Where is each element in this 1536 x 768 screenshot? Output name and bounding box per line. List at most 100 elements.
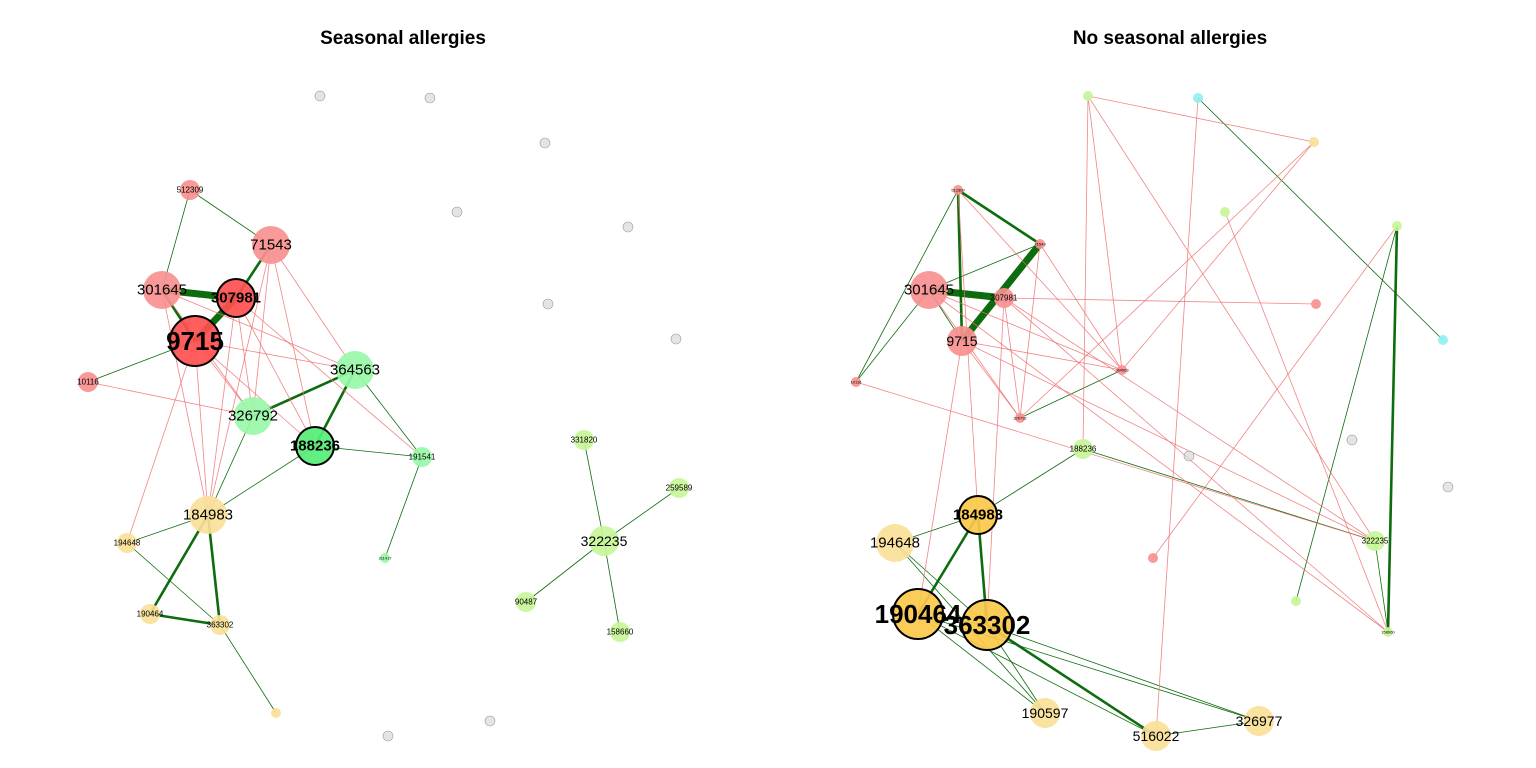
right-node-label: 184983 — [953, 507, 1003, 524]
right-node-158660: 158660 — [1381, 627, 1395, 637]
right-edge-9715-364563 — [961, 340, 1123, 371]
right-node-label: 512309 — [951, 188, 965, 193]
left-node-label: 331820 — [571, 436, 598, 445]
right-edge-307981-363302 — [986, 297, 1005, 626]
right-node-184983: 184983 — [953, 495, 1003, 535]
left-edge-90487-322235 — [525, 540, 605, 603]
right-node-circle — [876, 524, 914, 562]
right-node-circle — [1073, 439, 1093, 459]
edges-layer — [87, 95, 1444, 738]
right-node-circle — [1015, 413, 1025, 423]
right-node-label: 10116 — [851, 380, 863, 385]
right-node-circle — [1392, 221, 1402, 231]
right-node-l_mid — [1220, 207, 1230, 217]
left-node-label: 326792 — [228, 408, 278, 425]
right-edge-o_top-326792 — [1019, 141, 1315, 419]
right-edge-71543-364563 — [1039, 243, 1123, 371]
right-edge-301645-326792 — [928, 289, 1021, 419]
right-node-circle — [1035, 239, 1045, 249]
left-edge-307981-188236 — [235, 297, 316, 447]
right-node-circle — [947, 326, 977, 356]
left-node-circle — [380, 553, 390, 563]
right-node-circle — [1244, 706, 1274, 736]
left-node-184983: 184983 — [183, 496, 233, 534]
right-node-circle — [953, 185, 963, 195]
left-node-grey6 — [542, 298, 554, 310]
right-edge-512309-10116 — [855, 189, 959, 383]
left-node-circle — [271, 708, 281, 718]
right-edge-71543-326792 — [1019, 243, 1041, 419]
right-edge-512309-364563 — [957, 189, 1123, 371]
left-edge-194648-363302 — [126, 542, 221, 626]
right-node-circle — [1309, 137, 1319, 147]
right-edge-301645-10116 — [855, 289, 930, 383]
left-node-grey1 — [314, 90, 326, 102]
left-node-circle — [539, 137, 551, 149]
right-node-label: 194648 — [870, 535, 920, 552]
right-node-307981: 307981 — [991, 288, 1018, 308]
right-edge-o_top-364563 — [1121, 141, 1315, 371]
left-node-circle — [234, 397, 272, 435]
right-node-l_right — [1392, 221, 1402, 231]
left-node-circle — [314, 90, 326, 102]
left-node-circle — [78, 372, 98, 392]
right-node-circle — [958, 495, 998, 535]
right-node-label: 363302 — [944, 610, 1031, 640]
right-node-grey1 — [1346, 434, 1358, 446]
right-edge-301645-158660 — [928, 289, 1389, 633]
right-node-label: 188236 — [1070, 445, 1097, 454]
right-edge-307981-326792 — [1003, 297, 1021, 419]
right-node-364563: 364563 — [1115, 365, 1129, 375]
left-node-194648: 194648 — [114, 533, 141, 553]
left-node-circle — [382, 730, 394, 742]
left-node-190464: 190464 — [137, 604, 164, 624]
left-edge-301645-184983 — [161, 289, 209, 516]
right-edge-512309-71543 — [957, 188, 1041, 246]
right-node-circle — [961, 599, 1013, 651]
left-node-322235: 322235 — [581, 526, 628, 556]
left-node-circle — [669, 478, 689, 498]
left-node-label: 191541 — [409, 453, 436, 462]
right-edge-363302-326977 — [986, 624, 1260, 722]
left-node-label: 364563 — [330, 362, 380, 379]
right-node-194648: 194648 — [870, 524, 920, 562]
right-edge-363302-516022 — [986, 623, 1157, 738]
right-node-grey3 — [1442, 481, 1454, 493]
left-node-label: 190464 — [137, 610, 164, 619]
left-node-71543: 71543 — [250, 226, 292, 264]
right-node-r_small2 — [1148, 553, 1158, 563]
left-node-label: 184983 — [183, 507, 233, 524]
right-node-322235: 322235 — [1362, 531, 1389, 551]
left-node-label: 9715 — [166, 326, 224, 356]
left-edge-184983-190464 — [148, 514, 210, 615]
left-node-9715: 9715 — [166, 315, 224, 367]
right-edge-l_top-188236 — [1082, 95, 1089, 450]
right-edge-l_top-322235 — [1087, 95, 1376, 542]
left-node-331820: 331820 — [571, 430, 598, 450]
right-edge-307981-158660 — [1003, 297, 1389, 633]
right-edge-307981-r_small1 — [1003, 297, 1317, 305]
right-edge-190464-190597 — [917, 613, 1046, 714]
left-node-259589: 259589 — [666, 478, 693, 498]
right-edge-l_top-o_top — [1087, 95, 1315, 143]
left-node-circle — [451, 206, 463, 218]
right-node-301645: 301645 — [904, 271, 954, 309]
left-node-label: 188236 — [290, 438, 340, 455]
right-edge-l_right-r_small2 — [1152, 225, 1398, 559]
right-node-label: 9715 — [946, 333, 977, 349]
right-edge-307981-322235 — [1003, 297, 1376, 542]
right-node-190597: 190597 — [1022, 698, 1069, 728]
left-node-circle — [622, 221, 634, 233]
right-node-l_low — [1291, 596, 1301, 606]
left-node-10116: 10116 — [77, 372, 99, 392]
left-node-364563: 364563 — [330, 351, 380, 389]
right-node-label: 364563 — [1115, 368, 1129, 373]
right-node-label: 190464 — [875, 599, 962, 629]
left-panel-title: Seasonal allergies — [320, 28, 486, 49]
left-edge-71543-326792 — [252, 244, 272, 417]
right-node-516022: 516022 — [1133, 721, 1180, 751]
nodes-layer: 9715 307981 301645 71543 512309 10116 364563 32… — [77, 90, 1454, 751]
right-node-label: 307981 — [991, 294, 1018, 303]
left-node-circle — [216, 278, 256, 318]
